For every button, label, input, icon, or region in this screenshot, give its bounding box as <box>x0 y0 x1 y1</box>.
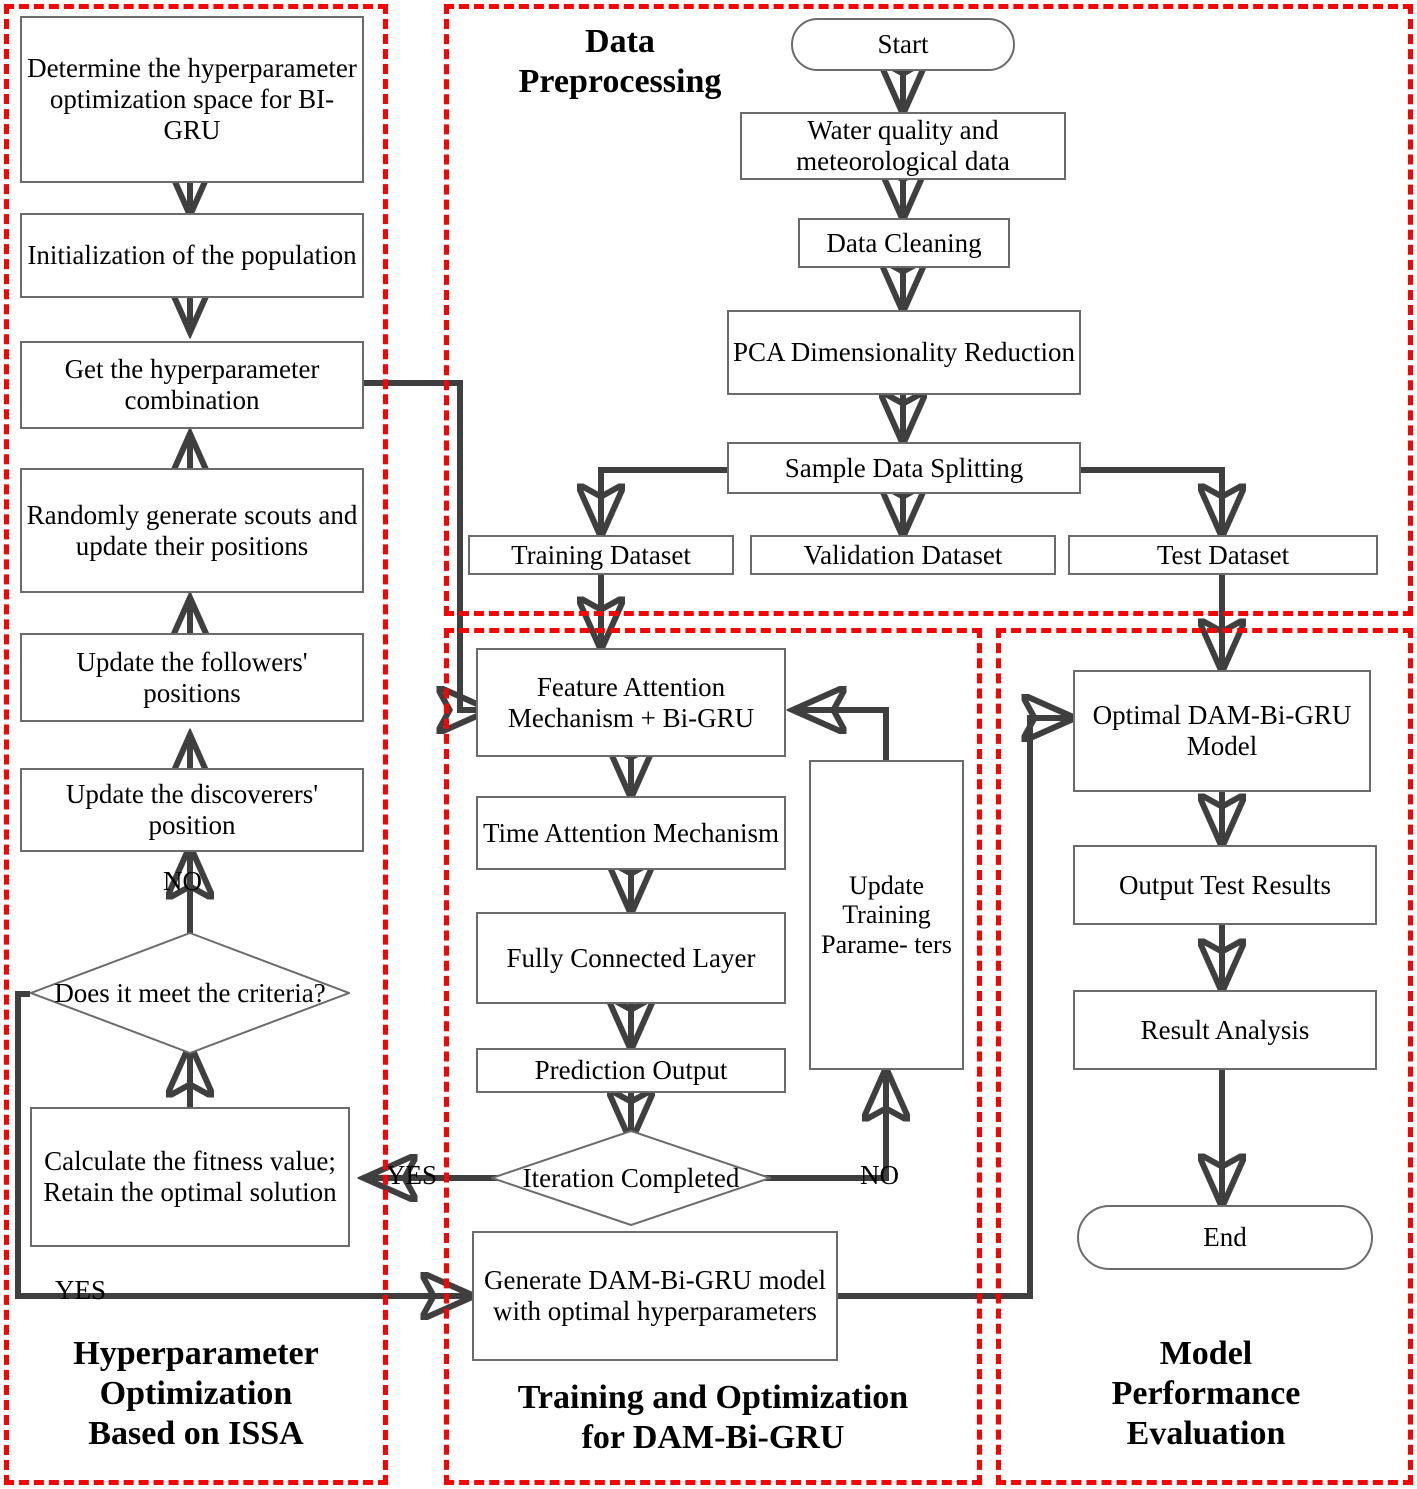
caption-line: Optimization <box>99 1375 293 1413</box>
node-end[interactable]: End <box>1077 1205 1373 1270</box>
node-pca-dimensionality-reduction[interactable]: PCA Dimensionality Reduction <box>727 310 1081 395</box>
node-water-quality-meteorological-data[interactable]: Water quality and meteorological data <box>740 112 1066 180</box>
caption-data-preprocessing: Data Preprocessing <box>470 22 770 102</box>
caption-line: Model <box>1159 1335 1253 1372</box>
node-iteration-completed[interactable]: Iteration Completed <box>491 1130 771 1226</box>
caption-line: Preprocessing <box>518 63 722 101</box>
edge-label-no-iteration: NO <box>860 1160 899 1190</box>
edge-label-no-criteria: NO <box>163 866 202 896</box>
node-label: Iteration Completed <box>522 1162 740 1193</box>
node-data-cleaning[interactable]: Data Cleaning <box>798 218 1010 268</box>
caption-line: for DAM-Bi-GRU <box>581 1419 845 1457</box>
node-training-dataset[interactable]: Training Dataset <box>468 535 734 575</box>
node-test-dataset[interactable]: Test Dataset <box>1068 535 1378 575</box>
node-prediction-output[interactable]: Prediction Output <box>476 1048 786 1093</box>
node-sample-data-splitting[interactable]: Sample Data Splitting <box>727 442 1081 494</box>
node-initialization-population[interactable]: Initialization of the population <box>20 213 364 298</box>
node-result-analysis[interactable]: Result Analysis <box>1073 990 1377 1070</box>
caption-training-optimization: Training and Optimization for DAM-Bi-GRU <box>452 1378 974 1458</box>
node-label: Does it meet the criteria? <box>54 977 326 1008</box>
node-randomly-generate-scouts[interactable]: Randomly generate scouts and update thei… <box>20 468 364 593</box>
node-fully-connected-layer[interactable]: Fully Connected Layer <box>476 912 786 1004</box>
caption-line: Training and Optimization <box>517 1379 909 1416</box>
node-update-training-parameters[interactable]: Update Training Parame- ters <box>809 760 964 1070</box>
edge-label-yes-iteration: YES <box>386 1160 438 1190</box>
node-feature-attention-mechanism-bigru[interactable]: Feature Attention Mechanism + Bi-GRU <box>476 648 786 757</box>
caption-line: Evaluation <box>1126 1415 1286 1453</box>
node-optimal-dam-bigru-model[interactable]: Optimal DAM-Bi-GRU Model <box>1073 670 1371 792</box>
edge-label-yes-criteria: YES <box>55 1275 107 1305</box>
node-does-it-meet-criteria[interactable]: Does it meet the criteria? <box>30 932 350 1054</box>
caption-hyperparameter-optimization: Hyperparameter Optimization Based on ISS… <box>24 1334 368 1454</box>
node-calculate-fitness-value[interactable]: Calculate the fitness value; Retain the … <box>30 1107 350 1247</box>
node-time-attention-mechanism[interactable]: Time Attention Mechanism <box>476 796 786 870</box>
caption-model-performance-evaluation: Model Performance Evaluation <box>1010 1334 1402 1454</box>
node-start[interactable]: Start <box>791 18 1015 71</box>
node-output-test-results[interactable]: Output Test Results <box>1073 845 1377 925</box>
node-generate-dam-bigru-model[interactable]: Generate DAM-Bi-GRU model with optimal h… <box>472 1231 838 1361</box>
caption-line: Data <box>585 23 655 60</box>
node-update-followers-positions[interactable]: Update the followers' positions <box>20 633 364 722</box>
caption-line: Performance <box>1111 1375 1301 1413</box>
caption-line: Hyperparameter <box>73 1335 319 1372</box>
node-update-discoverers-position[interactable]: Update the discoverers' position <box>20 768 364 852</box>
node-get-hyperparameter-combination[interactable]: Get the hyperparameter combination <box>20 341 364 429</box>
node-determine-hyperparameter-space[interactable]: Determine the hyperparameter optimizatio… <box>20 16 364 183</box>
caption-line: Based on ISSA <box>88 1415 304 1453</box>
node-validation-dataset[interactable]: Validation Dataset <box>750 535 1056 575</box>
